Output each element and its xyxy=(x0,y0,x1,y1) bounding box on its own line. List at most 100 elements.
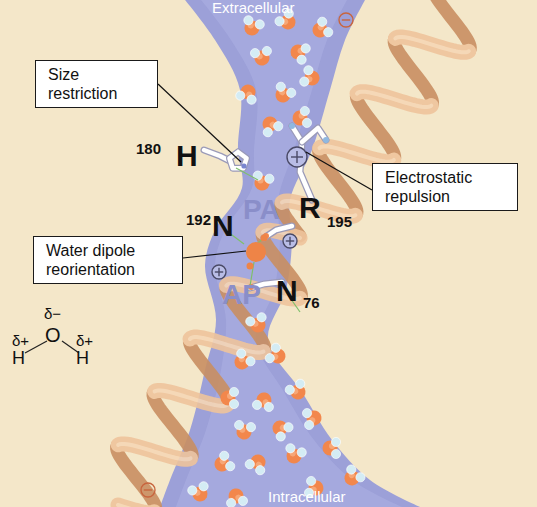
residue-number: 180 xyxy=(136,141,161,156)
water-molecule xyxy=(234,81,260,105)
helix-front xyxy=(190,337,263,352)
helix-front xyxy=(155,391,227,406)
stick-core xyxy=(229,152,246,168)
helix-highlight xyxy=(118,444,190,459)
hydrogen-atom xyxy=(234,420,245,431)
hydrogen-atom xyxy=(300,106,311,117)
hydrogen-atom xyxy=(226,498,237,507)
helix-highlight xyxy=(190,337,263,352)
hydrogen-atom xyxy=(218,450,231,463)
hydrogen-atom xyxy=(250,48,261,59)
charge-ring xyxy=(283,234,297,248)
hydrogen-atom xyxy=(298,76,310,88)
hydrogen-atom xyxy=(252,400,263,411)
stick-core xyxy=(302,128,326,142)
hydrogen-atom xyxy=(331,437,340,446)
water-molecule xyxy=(257,112,284,138)
residue-number: 192 xyxy=(186,212,211,227)
nitrogen-atom xyxy=(289,123,295,129)
hydrogen-atom xyxy=(282,421,295,434)
water-molecule xyxy=(210,450,236,477)
water-molecule xyxy=(339,463,367,490)
residue-letter: H xyxy=(176,141,198,171)
imidazole-ring xyxy=(229,152,246,168)
water-molecule xyxy=(270,81,297,107)
positive-charge xyxy=(287,147,307,167)
water-molecule xyxy=(267,415,294,443)
hydrogen-atom xyxy=(254,19,266,31)
histidine-stick xyxy=(204,150,228,160)
hydrogen-atom xyxy=(316,16,329,29)
hydrogen-atom xyxy=(264,402,275,413)
hydrogen-atom xyxy=(224,460,237,473)
hydrogen-atom xyxy=(270,342,283,355)
residue-number: 195 xyxy=(327,214,352,229)
helix-highlight xyxy=(155,391,227,406)
water-molecule xyxy=(281,442,307,466)
hydrogen-atom xyxy=(254,464,267,477)
helix-front xyxy=(357,92,431,107)
hydrogen-atom xyxy=(285,442,297,454)
residue-letter: N xyxy=(276,276,298,306)
callout-box: Electrostatic repulsion xyxy=(372,163,518,211)
hydrogen-atom xyxy=(244,316,256,328)
hydrogen-atom xyxy=(322,26,335,39)
water-molecule xyxy=(229,347,257,374)
reoriented-water xyxy=(246,235,268,270)
charge-bar xyxy=(296,151,297,163)
hydrogen-atom xyxy=(186,485,198,497)
hydrogen-atom xyxy=(354,471,367,484)
stick-core xyxy=(204,150,228,160)
channel-lumen xyxy=(176,0,402,507)
hydrogen-atom xyxy=(272,120,285,133)
helix-highlight xyxy=(395,37,468,52)
water-molecule xyxy=(298,64,322,90)
hydrogen-atom xyxy=(306,476,317,487)
hydrogen-atom xyxy=(264,352,277,365)
water-molecule xyxy=(221,387,239,408)
helix-highlight xyxy=(118,505,154,507)
residue-letter: N xyxy=(212,211,234,241)
charge-label: δ− xyxy=(44,306,61,321)
leader-line xyxy=(306,152,372,190)
hydrogen-atom xyxy=(302,408,313,419)
water-molecule xyxy=(232,420,256,442)
hydrogen-atom xyxy=(229,399,238,408)
water-molecule xyxy=(250,46,274,68)
nitrogen-atom xyxy=(241,163,246,168)
residue-number: 76 xyxy=(303,295,320,310)
motif-letters: PA xyxy=(243,196,280,224)
water-molecule xyxy=(244,311,270,335)
hydrogen-atom xyxy=(229,387,238,396)
hydrogen-atom xyxy=(275,81,288,94)
hydrogen-atom xyxy=(261,235,268,242)
hydrogen-atom xyxy=(246,422,257,433)
hydrogen-atom xyxy=(302,118,313,129)
hydrogen-atom xyxy=(246,94,258,106)
water-molecule xyxy=(264,342,290,369)
residue-letter: R xyxy=(299,193,321,223)
charge-label: δ+ xyxy=(76,333,93,348)
callout-text: Water dipole reorientation xyxy=(46,241,174,279)
oxygen-atom xyxy=(246,242,266,262)
water-molecule xyxy=(284,378,311,404)
callout-text: Electrostatic repulsion xyxy=(385,168,503,206)
hydrogen-atom xyxy=(345,463,358,476)
hydrogen-atom xyxy=(303,64,315,76)
callout-box: Size restriction xyxy=(35,60,158,108)
charge-ring xyxy=(339,13,353,27)
hydrogen-atom xyxy=(285,87,298,100)
helix-highlight xyxy=(357,92,431,107)
hydrogen-atom xyxy=(262,126,275,139)
motif-letters: AP xyxy=(222,281,261,309)
water-molecule xyxy=(252,391,276,413)
atom-label: O xyxy=(45,325,61,345)
hydrogen-atom xyxy=(243,14,255,26)
hydrogen-atom xyxy=(300,43,312,55)
negative-charge xyxy=(141,483,155,497)
water-molecule xyxy=(250,170,275,193)
charge-bar xyxy=(342,19,350,20)
water-molecule xyxy=(308,16,334,43)
helix-highlight xyxy=(320,146,394,161)
hydrogen-atom xyxy=(244,458,257,471)
